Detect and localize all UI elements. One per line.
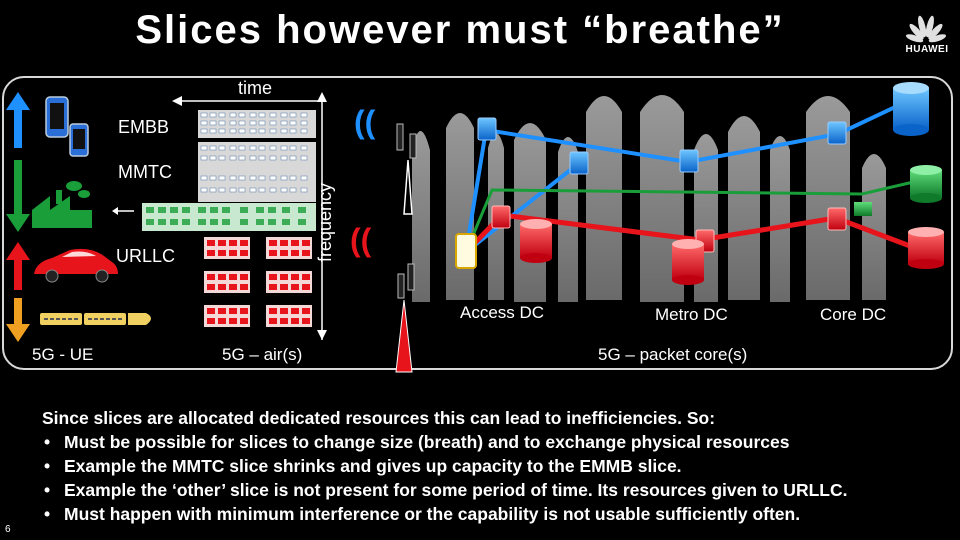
mmtc-node-icon: [854, 202, 872, 216]
cell-tower-icon: [396, 264, 414, 372]
car-icon: [34, 249, 118, 282]
bullet-item: Must happen with minimum interference or…: [40, 502, 940, 526]
bullet-item: Example the MMTC slice shrinks and gives…: [40, 454, 940, 478]
time-axis-label: time: [238, 78, 272, 99]
embb-resource-blocks: [198, 110, 316, 138]
bullet-item: Example the ‘other’ slice is not present…: [40, 478, 940, 502]
section-label-packet-core: 5G – packet core(s): [598, 345, 747, 365]
access-dc-node-icon: [456, 234, 476, 268]
released-resource-blocks: [142, 203, 316, 231]
core-dc-label: Core DC: [820, 305, 886, 325]
bullet-list: Must be possible for slices to change si…: [40, 430, 940, 526]
metro-dc-label: Metro DC: [655, 305, 728, 325]
radio-wave-urllc: ((: [350, 222, 371, 259]
slice-label-mmtc: MMTC: [118, 162, 172, 183]
mmtc-resource-blocks: [198, 142, 316, 202]
section-label-ue: 5G - UE: [32, 345, 93, 365]
body-intro: Since slices are allocated dedicated res…: [40, 406, 940, 430]
bullet-item: Must be possible for slices to change si…: [40, 430, 940, 454]
page-number: 6: [5, 524, 11, 535]
mmtc-direction-arrow: [6, 160, 30, 232]
factory-icon: [32, 181, 92, 228]
body-text: Since slices are allocated dedicated res…: [40, 406, 940, 526]
train-icon: [40, 313, 151, 325]
smartphone-icon: [46, 97, 88, 156]
mmtc-core-database-icon: [910, 165, 942, 203]
frequency-axis-label: frequency: [315, 183, 336, 262]
slice-label-embb: EMBB: [118, 117, 169, 138]
other-direction-arrow: [6, 298, 30, 342]
radio-wave-embb: ((: [354, 104, 375, 141]
slice-label-urllc: URLLC: [116, 246, 175, 267]
shrink-arrow: [112, 207, 134, 215]
section-label-air: 5G – air(s): [222, 345, 302, 365]
urllc-resource-blocks: [204, 237, 312, 327]
urllc-direction-arrow: [6, 242, 30, 290]
embb-core-database-icon: [893, 82, 929, 136]
embb-direction-arrow: [6, 92, 30, 148]
slice-diagram: [0, 0, 960, 380]
access-dc-label: Access DC: [460, 303, 544, 323]
